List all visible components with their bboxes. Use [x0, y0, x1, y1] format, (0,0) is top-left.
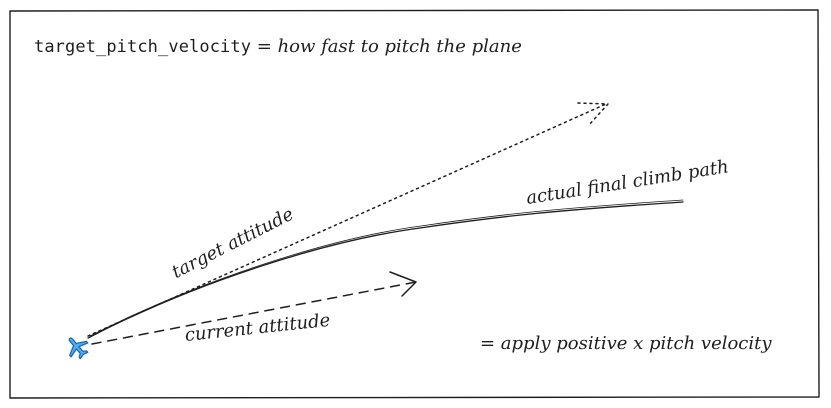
- target-attitude-arrowhead: [577, 102, 609, 127]
- current-attitude-arrow: [91, 281, 417, 345]
- variable-name: target_pitch_velocity: [34, 37, 252, 57]
- actual-climb-path-shadow: [89, 199, 684, 337]
- target-attitude-arrow: [87, 103, 607, 337]
- frame-border: [9, 9, 820, 399]
- airplane-icon: [68, 337, 89, 360]
- variable-definition: = how fast to pitch the plane: [251, 36, 522, 57]
- actual-climb-path: [87, 201, 684, 339]
- header-definition: target_pitch_velocity = how fast to pitc…: [34, 36, 522, 57]
- result-label: = apply positive x pitch velocity: [480, 333, 772, 354]
- current-attitude-arrowhead: [389, 271, 417, 297]
